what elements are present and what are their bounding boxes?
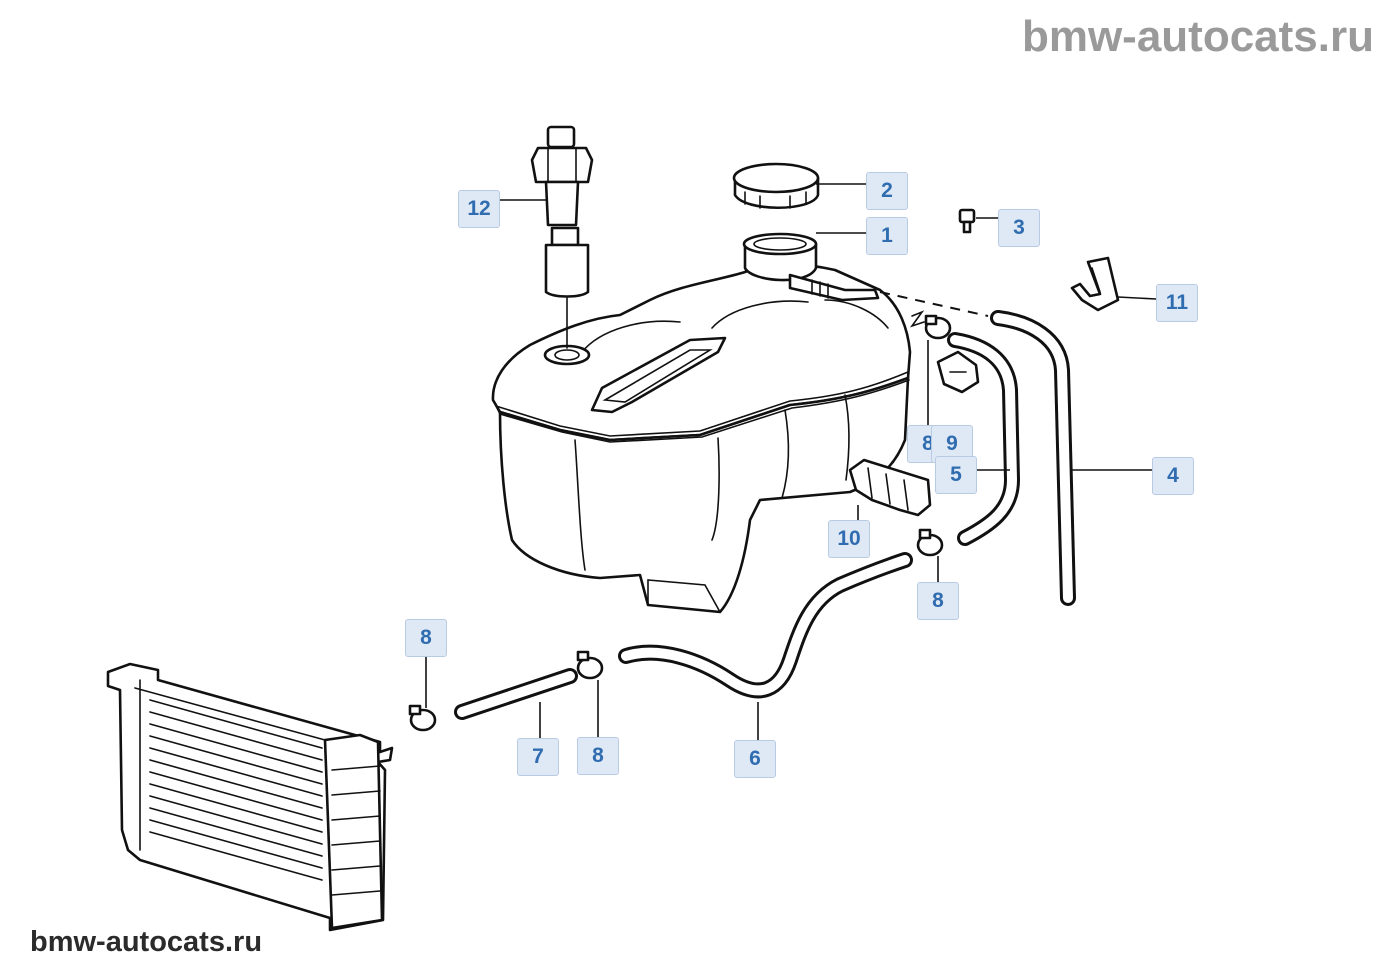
callout-8-hose7[interactable]: 8 xyxy=(577,737,619,775)
callout-11[interactable]: 11 xyxy=(1156,284,1198,322)
bracket-clip-part xyxy=(1070,256,1120,312)
bracket-10-part xyxy=(848,458,932,517)
callout-10[interactable]: 10 xyxy=(828,520,870,558)
callout-8-radiator[interactable]: 8 xyxy=(405,619,447,657)
expansion-tank xyxy=(491,232,912,614)
clamp-8-top xyxy=(924,314,952,340)
radiator-part xyxy=(106,662,394,932)
clamp-8-radiator xyxy=(408,704,437,732)
cap-part xyxy=(732,162,820,209)
level-sensor-part xyxy=(530,125,594,349)
hose-6-part xyxy=(618,552,913,699)
callout-2[interactable]: 2 xyxy=(866,172,908,210)
watermark-bottom: bmw-autocats.ru xyxy=(30,926,263,958)
callout-8-mid[interactable]: 8 xyxy=(917,582,959,620)
hose-7-part xyxy=(454,668,578,720)
screw-part xyxy=(958,208,976,234)
clip-9-part xyxy=(936,350,980,394)
callout-6[interactable]: 6 xyxy=(734,740,776,778)
leader-lines xyxy=(425,183,1157,740)
clamp-8-hose7-right xyxy=(576,650,604,680)
watermark-top: bmw-autocats.ru xyxy=(1021,12,1374,61)
callout-12[interactable]: 12 xyxy=(458,190,500,228)
callout-4[interactable]: 4 xyxy=(1152,457,1194,495)
connection-dashed-line xyxy=(879,291,989,317)
callout-3[interactable]: 3 xyxy=(998,209,1040,247)
callout-1[interactable]: 1 xyxy=(866,217,908,255)
hose-4-part xyxy=(990,310,1076,606)
callout-7[interactable]: 7 xyxy=(517,738,559,776)
callout-5[interactable]: 5 xyxy=(935,456,977,494)
hose-5-part xyxy=(947,332,1020,546)
dashed-symbol xyxy=(909,310,925,328)
clamp-8-mid xyxy=(916,528,944,557)
